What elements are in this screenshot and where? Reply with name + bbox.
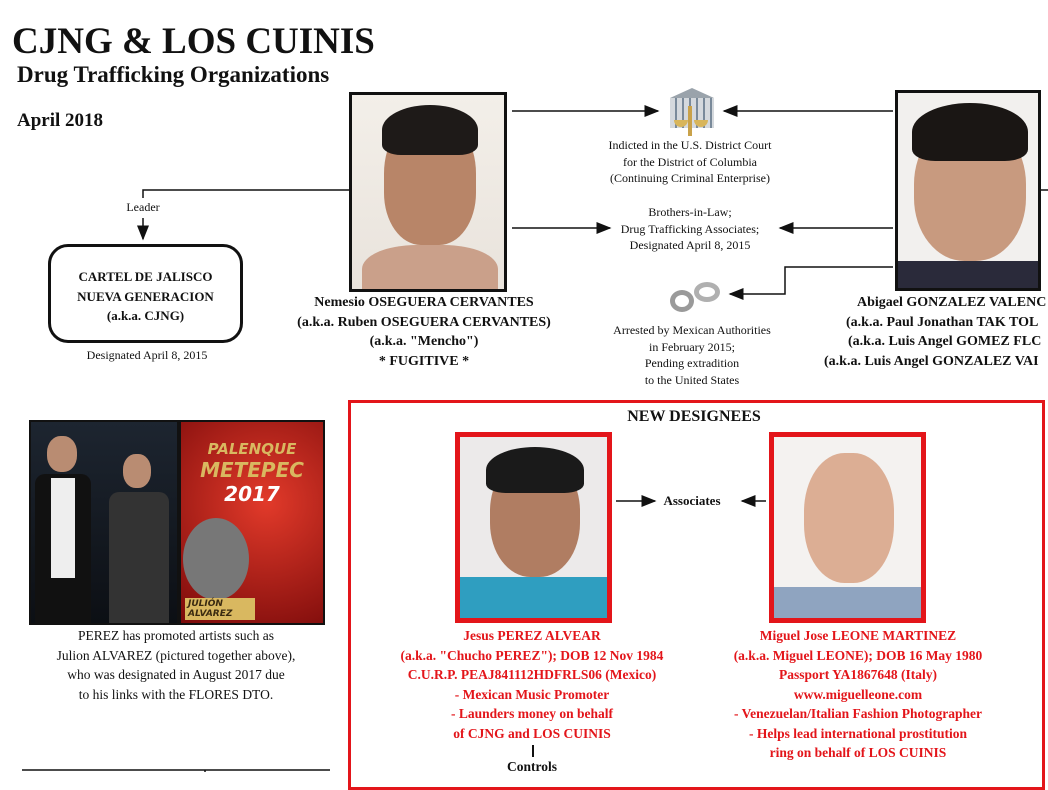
poster-text: 2017 bbox=[224, 482, 280, 506]
abigael-aka: (a.k.a. Luis Angel GONZALEZ VAI bbox=[824, 353, 1039, 369]
text-line: - Venezuelan/Italian Fashion Photographe… bbox=[734, 706, 982, 721]
connector-lines bbox=[22, 105, 1048, 772]
mencho-photo bbox=[349, 92, 507, 292]
mencho-aka: (a.k.a. "Mencho") bbox=[369, 334, 479, 349]
text-line: (Continuing Criminal Enterprise) bbox=[610, 171, 770, 185]
poster-text: PALENQUE bbox=[207, 440, 297, 458]
abigael-identity: Abigael GONZALEZ VALENC (a.k.a. Paul Jon… bbox=[822, 293, 1048, 371]
new-designees-title: NEW DESIGNEES bbox=[627, 408, 761, 425]
miguel-leone-photo bbox=[769, 432, 926, 623]
jesus-perez-photo bbox=[455, 432, 612, 623]
text-line: Passport YA1867648 (Italy) bbox=[779, 667, 937, 682]
relationship-text: Brothers-in-Law; Drug Trafficking Associ… bbox=[570, 204, 810, 254]
mencho-identity: Nemesio OSEGUERA CERVANTES (a.k.a. Ruben… bbox=[274, 293, 574, 371]
cjng-designated: Designated April 8, 2015 bbox=[86, 348, 208, 362]
palenque-poster: PALENQUE METEPEC 2017 JULIÓN ALVAREZ bbox=[179, 420, 325, 625]
text-line: Pending extradition bbox=[644, 356, 740, 370]
poster-text: METEPEC bbox=[200, 458, 304, 482]
text-line: C.U.R.P. PEAJ841112HDFRLS06 (Mexico) bbox=[407, 667, 657, 682]
associates-label: Associates bbox=[663, 493, 721, 508]
text-line: for the District of Columbia bbox=[623, 154, 757, 169]
perez-alvarez-photo bbox=[29, 420, 179, 625]
text-line: Indicted in the U.S. District Court bbox=[608, 138, 772, 152]
text-line: (a.k.a. Miguel LEONE); DOB 16 May 1980 bbox=[733, 647, 983, 663]
cjng-box: CARTEL DE JALISCO NUEVA GENERACION (a.k.… bbox=[48, 244, 243, 343]
courthouse-scales-icon bbox=[664, 86, 716, 138]
handcuffs-icon bbox=[668, 280, 724, 316]
leader-label: Leader bbox=[113, 200, 173, 215]
promotion-caption: PEREZ has promoted artists such as Julio… bbox=[16, 626, 336, 704]
text-line: (a.k.a. CJNG) bbox=[106, 308, 185, 323]
arrest-text: Arrested by Mexican Authorities in Febru… bbox=[572, 322, 812, 388]
text-line: - Helps lead international prostitution bbox=[748, 725, 968, 741]
abigael-photo bbox=[895, 90, 1041, 291]
jesus-perez-details: Jesus PEREZ ALVEAR (a.k.a. "Chucho PEREZ… bbox=[382, 626, 682, 743]
abigael-aka: (a.k.a. Luis Angel GOMEZ FLC bbox=[848, 334, 1042, 349]
page-title: CJNG & LOS CUINIS bbox=[12, 21, 375, 62]
court-indictment-text: Indicted in the U.S. District Court for … bbox=[570, 137, 810, 187]
page-date: April 2018 bbox=[17, 110, 104, 131]
text-line: Julion ALVAREZ (pictured together above)… bbox=[56, 647, 296, 663]
controls-label: Controls bbox=[506, 759, 557, 774]
mencho-aka: (a.k.a. Ruben OSEGUERA CERVANTES) bbox=[297, 314, 551, 330]
text-line: CARTEL DE JALISCO bbox=[78, 269, 213, 284]
text-line: Jesus PEREZ ALVEAR bbox=[463, 628, 601, 643]
text-line: (a.k.a. "Chucho PEREZ"); DOB 12 Nov 1984 bbox=[400, 647, 664, 663]
text-line: NUEVA GENERACION bbox=[77, 288, 214, 304]
controls-connector bbox=[532, 745, 534, 757]
text-line: PEREZ has promoted artists such as bbox=[77, 628, 275, 643]
text-line: Drug Trafficking Associates; bbox=[620, 221, 760, 236]
text-line: - Launders money on behalf bbox=[450, 706, 614, 721]
text-line: of CJNG and LOS CUINIS bbox=[453, 725, 611, 741]
miguel-leone-details: Miguel Jose LEONE MARTINEZ (a.k.a. Migue… bbox=[698, 626, 1018, 763]
poster-text: JULIÓN ALVAREZ bbox=[185, 598, 255, 620]
text-line: who was designated in August 2017 due bbox=[67, 667, 285, 682]
text-line: - Mexican Music Promoter bbox=[454, 686, 610, 702]
abigael-aka: (a.k.a. Paul Jonathan TAK TOL bbox=[846, 314, 1039, 330]
text-line: Designated April 8, 2015 bbox=[629, 238, 751, 252]
mencho-name: Nemesio OSEGUERA CERVANTES bbox=[314, 295, 534, 310]
text-line: to the United States bbox=[644, 372, 740, 387]
text-line: Miguel Jose LEONE MARTINEZ bbox=[759, 628, 957, 643]
abigael-name: Abigael GONZALEZ VALENC bbox=[857, 295, 1047, 310]
text-line: Arrested by Mexican Authorities bbox=[613, 323, 771, 337]
text-line: in February 2015; bbox=[649, 339, 735, 354]
fugitive-status: * FUGITIVE * bbox=[378, 353, 470, 369]
text-line: ring on behalf of LOS CUINIS bbox=[769, 745, 947, 760]
page-subtitle: Drug Trafficking Organizations bbox=[17, 62, 330, 87]
text-line: to his links with the FLORES DTO. bbox=[78, 686, 274, 702]
text-line: www.miguelleone.com bbox=[793, 686, 923, 702]
text-line: Brothers-in-Law; bbox=[648, 205, 732, 219]
